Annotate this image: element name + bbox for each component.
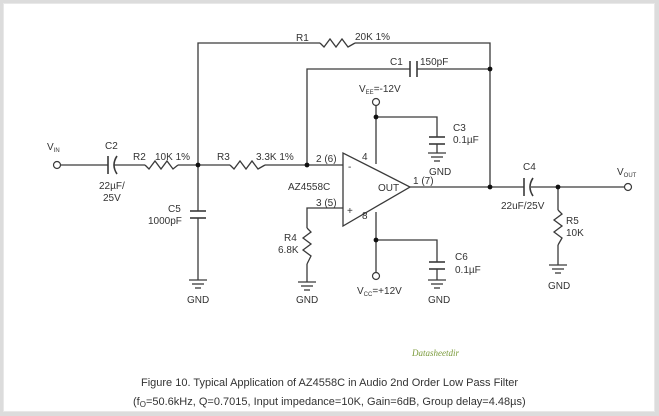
vcc-terminal bbox=[371, 271, 381, 281]
vcc-label: VCC=+12V bbox=[357, 286, 402, 298]
r2-value: 10K 1% bbox=[155, 152, 190, 163]
c1-ref: C1 bbox=[390, 57, 403, 68]
c5-value: 1000pF bbox=[148, 216, 182, 227]
wire-c6-top bbox=[376, 239, 438, 262]
r5-value: 10K bbox=[566, 228, 584, 239]
c6-value: 0.1µF bbox=[455, 265, 481, 276]
figure-caption-parameters: (fO=50.6kHz, Q=0.7015, Input impedance=1… bbox=[133, 396, 526, 409]
opamp-part-name: AZ4558C bbox=[288, 182, 330, 193]
c2-value-line2: 25V bbox=[103, 193, 121, 204]
opamp-out-label: OUT bbox=[378, 183, 399, 194]
opamp-inv-sign: - bbox=[348, 162, 351, 173]
ground-icon bbox=[428, 279, 446, 289]
junction-dot bbox=[195, 162, 201, 168]
opamp-inv-pin: 2 (6) bbox=[316, 154, 337, 165]
resistor-r1 bbox=[319, 37, 356, 49]
ground-icon bbox=[298, 281, 316, 291]
capacitor-c5 bbox=[190, 210, 206, 219]
capacitor-c2 bbox=[107, 155, 118, 175]
r3-ref: R3 bbox=[217, 152, 230, 163]
resistor-r4 bbox=[301, 227, 313, 265]
c4-ref: C4 bbox=[523, 162, 536, 173]
c1-value: 150pF bbox=[420, 57, 448, 68]
capacitor-c3 bbox=[429, 136, 445, 145]
vout-terminal bbox=[623, 182, 633, 192]
resistor-r5 bbox=[552, 209, 564, 246]
junction-dot bbox=[487, 184, 493, 190]
junction-dot bbox=[555, 184, 561, 190]
capacitor-c4 bbox=[523, 177, 534, 197]
r4-ref: R4 bbox=[284, 233, 297, 244]
r3-value: 3.3K 1% bbox=[256, 152, 294, 163]
c2-ref: C2 bbox=[105, 141, 118, 152]
vee-label: VEE=-12V bbox=[359, 84, 401, 96]
wire-noninv-r4 bbox=[306, 207, 343, 228]
opamp-out-pin: 1 (7) bbox=[413, 176, 434, 187]
ground-icon bbox=[428, 152, 446, 162]
c5-ref: C5 bbox=[168, 204, 181, 215]
wire-c1-left bbox=[306, 68, 410, 165]
vout-label: VOUT bbox=[617, 167, 637, 179]
junction-dot bbox=[304, 162, 310, 168]
c3-value: 0.1µF bbox=[453, 135, 479, 146]
r5-ref: R5 bbox=[566, 216, 579, 227]
figure-caption-title: Figure 10. Typical Application of AZ4558… bbox=[141, 377, 518, 389]
gnd-label: GND bbox=[548, 281, 570, 292]
gnd-label: GND bbox=[296, 295, 318, 306]
c6-ref: C6 bbox=[455, 252, 468, 263]
gnd-label: GND bbox=[429, 167, 451, 178]
opamp-noninv-sign: + bbox=[347, 206, 353, 217]
watermark: Datasheetdir bbox=[411, 348, 459, 358]
c4-value: 22uF/25V bbox=[501, 201, 545, 212]
r2-ref: R2 bbox=[133, 152, 146, 163]
junction-dot bbox=[487, 66, 493, 72]
opamp-noninv-pin: 3 (5) bbox=[316, 198, 337, 209]
r1-value: 20K 1% bbox=[355, 32, 390, 43]
c3-ref: C3 bbox=[453, 123, 466, 134]
opamp-vee-pin: 4 bbox=[362, 152, 368, 163]
opamp-vcc-pin: 8 bbox=[362, 211, 368, 222]
r1-ref: R1 bbox=[296, 33, 309, 44]
ground-icon bbox=[189, 279, 207, 289]
wire-r1-right bbox=[355, 42, 491, 187]
resistor-r3 bbox=[229, 159, 266, 171]
junction-dot bbox=[373, 237, 379, 243]
resistor-r2 bbox=[144, 159, 179, 171]
wire-c3-top bbox=[376, 116, 438, 137]
ground-icon bbox=[549, 264, 567, 274]
gnd-label: GND bbox=[428, 295, 450, 306]
vee-terminal bbox=[371, 97, 381, 107]
opamp-symbol bbox=[342, 151, 412, 228]
vin-terminal bbox=[52, 160, 62, 170]
junction-dot bbox=[373, 114, 379, 120]
c2-value-line1: 22µF/ bbox=[99, 181, 125, 192]
wires bbox=[61, 42, 624, 282]
capacitor-c6 bbox=[429, 261, 445, 270]
wire-r1-left bbox=[197, 42, 320, 165]
capacitor-c1 bbox=[409, 61, 418, 77]
gnd-label: GND bbox=[187, 295, 209, 306]
vin-label: VIN bbox=[47, 142, 60, 154]
r4-value: 6.8K bbox=[278, 245, 299, 256]
